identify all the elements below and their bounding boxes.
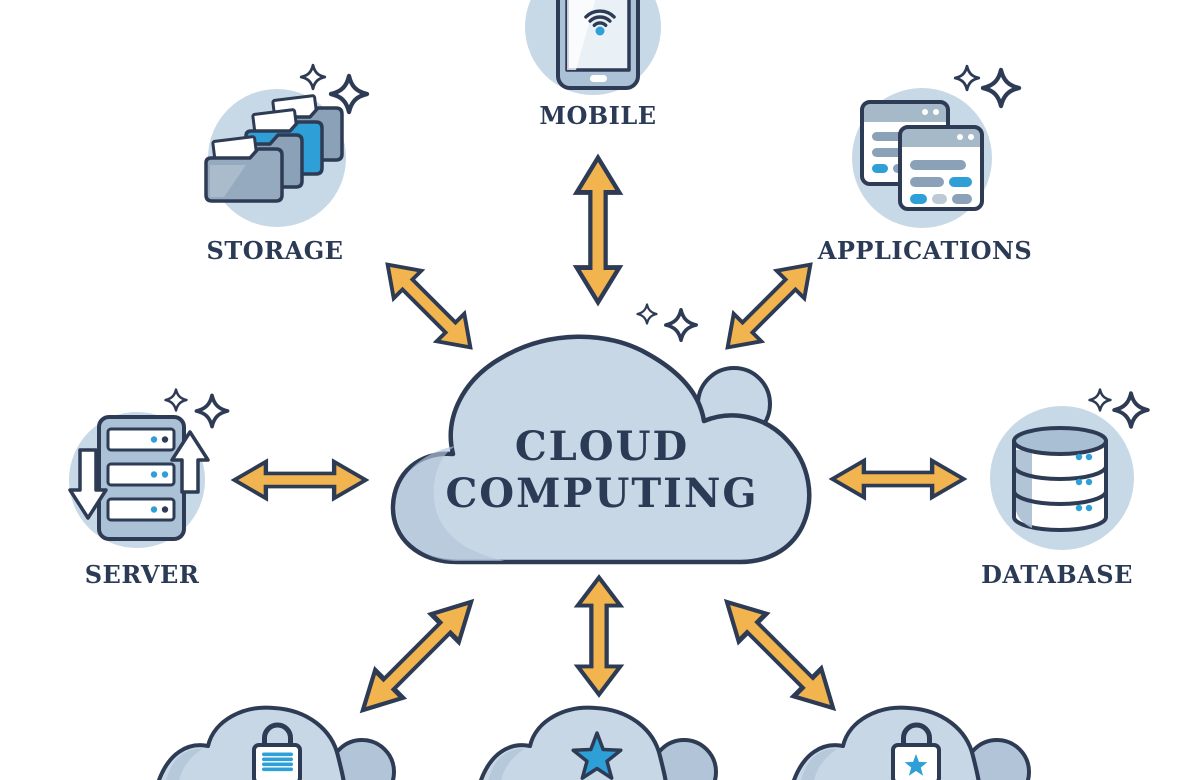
mobile-label: MOBILE bbox=[539, 101, 657, 130]
server-node bbox=[68, 388, 230, 548]
home-button bbox=[590, 75, 607, 82]
cloud-shape bbox=[390, 334, 812, 565]
upload-arrow-icon bbox=[170, 430, 210, 494]
arrow-mobile bbox=[577, 158, 620, 302]
padlock-star-icon bbox=[891, 722, 941, 780]
storage-node bbox=[204, 63, 367, 227]
storage-label: STORAGE bbox=[206, 236, 344, 265]
starred-cloud-shape bbox=[479, 705, 668, 780]
central-sparkles bbox=[636, 303, 699, 343]
secure-cloud-shape bbox=[157, 705, 346, 780]
mobile-node bbox=[525, 0, 661, 95]
central-cloud-title: CLOUD COMPUTING bbox=[445, 423, 759, 518]
arrow-starred-cloud bbox=[578, 578, 621, 695]
central-title-line2: COMPUTING bbox=[445, 469, 759, 517]
app-window-front bbox=[898, 125, 984, 211]
locked-star-cloud-shape bbox=[792, 705, 981, 780]
applications-node bbox=[852, 64, 1019, 228]
starred-cloud-node bbox=[479, 705, 718, 780]
server-rack-icon bbox=[68, 415, 210, 541]
database-node bbox=[990, 388, 1150, 550]
star-icon bbox=[571, 731, 623, 780]
arrow-secure-cloud bbox=[349, 588, 485, 724]
wifi-icon bbox=[584, 9, 616, 36]
secure-cloud-node bbox=[157, 705, 396, 780]
app-windows-icon bbox=[860, 100, 984, 211]
folders-icon bbox=[204, 94, 344, 203]
central-cloud bbox=[390, 303, 812, 565]
locked-star-cloud-node bbox=[792, 705, 1031, 780]
arrow-applications bbox=[711, 248, 827, 364]
database-cylinder-icon bbox=[1012, 426, 1108, 532]
arrow-storage bbox=[371, 248, 487, 364]
applications-sparkles bbox=[953, 64, 1019, 106]
central-title-line1: CLOUD bbox=[514, 423, 690, 470]
arrow-server bbox=[234, 462, 365, 499]
server-label: SERVER bbox=[84, 560, 200, 589]
smartphone-icon bbox=[556, 0, 640, 90]
arrow-database bbox=[832, 461, 963, 498]
arrow-locked-star-cloud bbox=[713, 588, 847, 722]
applications-label: APPLICATIONS bbox=[817, 236, 1033, 265]
database-label: DATABASE bbox=[981, 560, 1133, 589]
download-arrow-icon bbox=[68, 448, 108, 520]
cloud-shading bbox=[396, 446, 505, 561]
padlock-lines-icon bbox=[252, 722, 302, 780]
